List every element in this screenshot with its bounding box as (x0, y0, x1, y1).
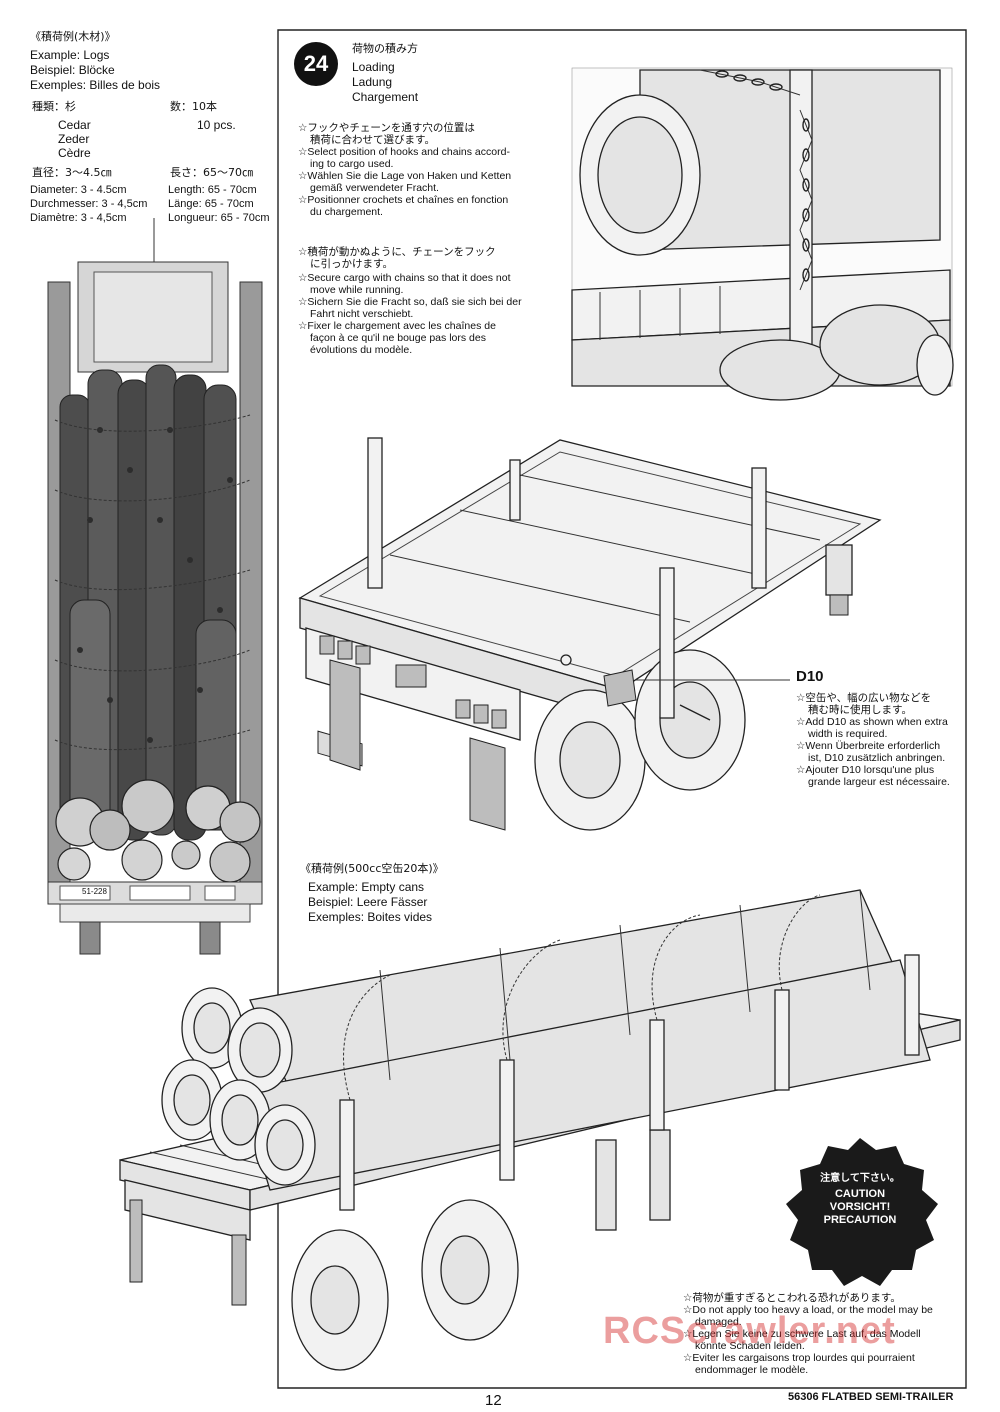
logs-diameter-en: Diameter: 3 - 4.5cm (30, 184, 127, 196)
logs-diameter-jp: 直径：3～4.5㎝ (32, 166, 112, 179)
caution-line: endommager le modèle. (695, 1364, 809, 1376)
watermark: RCScrawler.net (603, 1310, 896, 1352)
logs-plate-text: 51-228 (82, 887, 107, 896)
caution-badge-fr: PRECAUTION (823, 1214, 897, 1226)
d10-line: grande largeur est nécessaire. (808, 776, 950, 788)
logs-length-fr: Longueur: 65 - 70cm (168, 212, 270, 224)
note1-line: 積荷に合わせて選びます。 (310, 134, 435, 146)
step-title-en: Loading (352, 60, 395, 74)
note1-line: ☆Wählen Sie die Lage von Haken und Kette… (298, 170, 512, 182)
caution-badge: 注意して下さい。 CAUTION VORSICHT! PRECAUTION (806, 1172, 914, 1227)
product-name: 56306 FLATBED SEMI-TRAILER (788, 1391, 954, 1403)
part-d10-label: D10 (796, 668, 824, 685)
step-number-badge: 24 (294, 42, 338, 86)
note1-line: du chargement. (310, 206, 383, 218)
step-title-fr: Chargement (352, 90, 419, 104)
logs-cedar-en: Cedar (58, 118, 91, 132)
note1-line: ☆Positionner crochets et chaînes en fonc… (298, 194, 509, 206)
caution-line: damaged. (695, 1316, 742, 1328)
logs-example-de: Beispiel: Blöcke (30, 63, 115, 77)
d10-line: ist, D10 zusätzlich anbringen. (808, 752, 946, 764)
d10-line: ☆Wenn Überbreite erforderlich (796, 740, 941, 752)
cans-example-fr: Exemples: Boites vides (308, 910, 433, 924)
caution-line: ☆Do not apply too heavy a load, or the m… (683, 1304, 933, 1316)
logs-length-jp: 長さ：65～70㎝ (170, 166, 253, 179)
note2-line: ☆Secure cargo with chains so that it doe… (298, 272, 511, 284)
note-secure-cargo: ☆積荷が動かぬように、チェーンをフック に引っかけます。 ☆Secure car… (298, 246, 522, 356)
note2-line: ☆Fixer le chargement avec les chaînes de (298, 320, 496, 332)
note-hook-position: ☆フックやチェーンを通す穴の位置は 積荷に合わせて選びます。 ☆Select p… (298, 122, 511, 218)
logs-example-fr: Exemples: Billes de bois (30, 78, 161, 92)
logs-kind-jp: 種類：杉 (32, 100, 76, 113)
note2-line: ☆Sichern Sie die Fracht so, daß sie sich… (298, 296, 522, 308)
note1-line: ing to cargo used. (310, 158, 394, 170)
logs-diameter-de: Durchmesser: 3 - 4,5cm (30, 198, 148, 210)
cans-title: 《積荷例(500cc空缶20本)》 (300, 862, 444, 875)
note1-line: gemäß verwendeter Fracht. (310, 182, 439, 194)
note2-line: évolutions du modèle. (310, 344, 413, 356)
note-caution: ☆荷物が重すぎるとこわれる恐れがあります。 ☆Do not apply too … (683, 1292, 933, 1376)
note2-line: Fahrt nicht verschiebt. (310, 308, 414, 320)
logs-cedar-de: Zeder (58, 132, 90, 146)
caution-line: ☆Legen Sie keine zu schwere Last auf, da… (683, 1328, 921, 1340)
note2-line: ☆積荷が動かぬように、チェーンをフック (298, 246, 496, 258)
logs-count-jp: 数：10本 (170, 100, 217, 113)
note2-line: move while running. (310, 284, 404, 296)
caution-line: könnte Schaden leiden. (695, 1340, 805, 1352)
d10-line: ☆Add D10 as shown when extra (796, 716, 948, 728)
step-title-jp: 荷物の積み方 (352, 42, 418, 55)
caution-badge-en: CAUTION (834, 1188, 886, 1200)
logs-diameter-fr: Diamètre: 3 - 4,5cm (30, 212, 127, 224)
note-d10: ☆空缶や、幅の広い物などを 積む時に使用します。 ☆Add D10 as sho… (796, 692, 950, 788)
logs-example-en: Example: Logs (30, 48, 110, 62)
cans-example-de: Beispiel: Leere Fässer (308, 895, 428, 909)
caution-line: ☆荷物が重すぎるとこわれる恐れがあります。 (683, 1292, 901, 1304)
d10-line: ☆Ajouter D10 lorsqu'une plus (796, 764, 935, 776)
page-number: 12 (485, 1392, 502, 1409)
note2-line: façon à ce qu'il ne bouge pas lors des (310, 332, 486, 344)
logs-title: 《積荷例(木材)》 (30, 30, 116, 43)
d10-line: width is required. (808, 728, 888, 740)
cans-example-en: Example: Empty cans (308, 880, 425, 894)
d10-line: 積む時に使用します。 (808, 704, 912, 716)
logs-length-de: Länge: 65 - 70cm (168, 198, 254, 210)
note1-line: ☆フックやチェーンを通す穴の位置は (298, 122, 475, 134)
logs-cedar-fr: Cèdre (58, 146, 91, 160)
note2-line: に引っかけます。 (310, 258, 393, 270)
d10-line: ☆空缶や、幅の広い物などを (796, 692, 932, 704)
note1-line: ☆Select position of hooks and chains acc… (298, 146, 510, 158)
caution-badge-jp: 注意して下さい。 (820, 1173, 900, 1184)
logs-pcs: 10 pcs. (197, 118, 236, 132)
caution-line: ☆Eviter les cargaisons trop lourdes qui … (683, 1352, 915, 1364)
step-title-de: Ladung (352, 75, 393, 89)
caution-badge-de: VORSICHT! (829, 1201, 891, 1213)
logs-length-en: Length: 65 - 70cm (168, 184, 257, 196)
